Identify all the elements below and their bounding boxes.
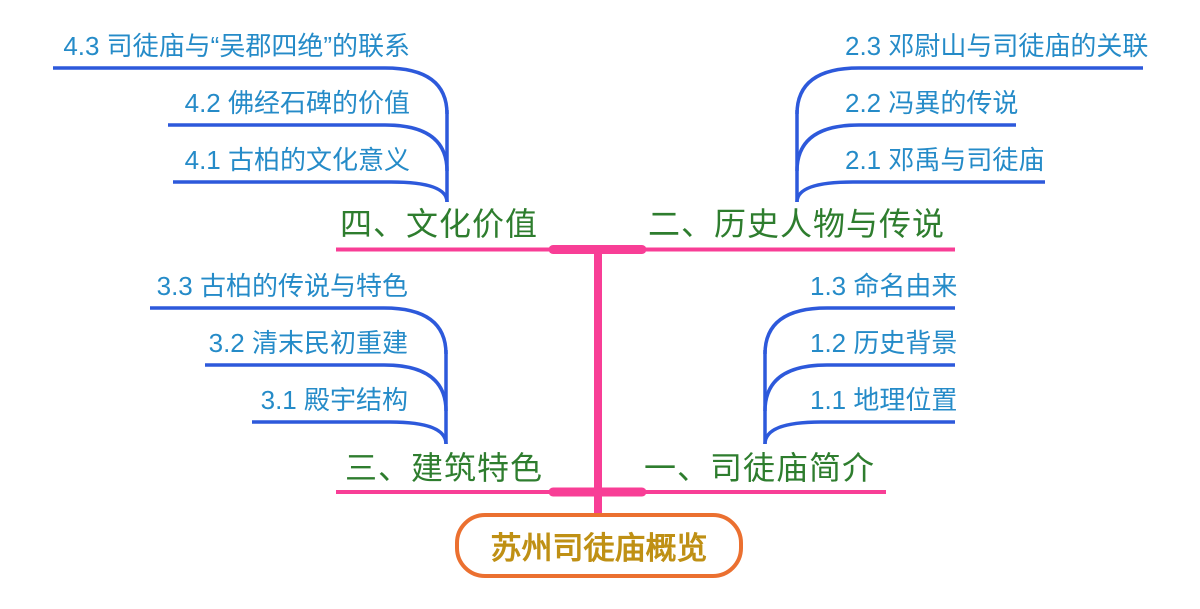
subtopic-1-3[interactable]: 1.3 命名由来 — [810, 271, 958, 301]
subtopic-4-3[interactable]: 4.3 司徒庙与“吴郡四绝”的联系 — [63, 31, 410, 61]
connector-3-3 — [150, 306, 448, 355]
connector-1-3 — [763, 306, 955, 355]
subtopic-4-1[interactable]: 4.1 古柏的文化意义 — [184, 145, 410, 175]
subtopic-2-2[interactable]: 2.2 冯異的传说 — [845, 88, 1019, 118]
root-node[interactable]: 苏州司徒庙概览 — [455, 513, 743, 578]
subtopic-3-2[interactable]: 3.2 清末民初重建 — [208, 328, 408, 358]
root-node-label: 苏州司徒庙概览 — [490, 531, 708, 566]
connector-1-1 — [763, 420, 955, 445]
subtopic-1-2[interactable]: 1.2 历史背景 — [810, 328, 958, 358]
connector-2-3 — [795, 66, 1143, 115]
topic-branch-four[interactable]: 四、文化价值 — [340, 206, 539, 242]
subtopic-1-1[interactable]: 1.1 地理位置 — [810, 385, 958, 415]
subtopic-2-3[interactable]: 2.3 邓尉山与司徒庙的关联 — [845, 31, 1149, 61]
connector-4-3 — [53, 66, 449, 115]
connector-3-1 — [252, 420, 448, 445]
subtopic-4-2[interactable]: 4.2 佛经石碑的价值 — [184, 88, 410, 118]
connector-2-1 — [795, 180, 1045, 203]
topic-branch-three[interactable]: 三、建筑特色 — [345, 450, 544, 486]
subtopic-3-3[interactable]: 3.3 古柏的传说与特色 — [156, 271, 408, 301]
topic-branch-one[interactable]: 一、司徒庙简介 — [644, 450, 876, 486]
subtopic-2-1[interactable]: 2.1 邓禹与司徒庙 — [845, 145, 1045, 175]
subtopic-3-1[interactable]: 3.1 殿宇结构 — [260, 385, 408, 415]
connector-4-1 — [173, 180, 449, 203]
topic-branch-two[interactable]: 二、历史人物与传说 — [648, 206, 946, 242]
